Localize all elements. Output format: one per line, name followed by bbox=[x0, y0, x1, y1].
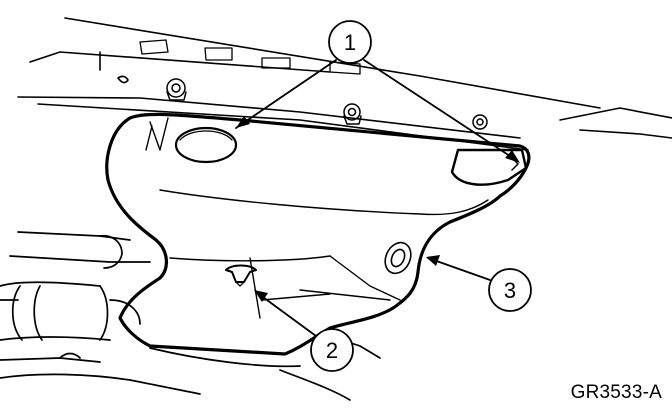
rail-studs bbox=[166, 78, 488, 130]
callout-1-leader-b bbox=[363, 59, 517, 161]
callout-2-arrowhead bbox=[254, 290, 268, 302]
callout-1-arrowhead-a bbox=[236, 116, 250, 128]
callout-arrowheads bbox=[236, 116, 520, 302]
callout-2-circle bbox=[310, 328, 354, 372]
callout-circles bbox=[310, 20, 532, 372]
figure-id-label: GR3533-A bbox=[570, 382, 662, 403]
callout-3-number: 3 bbox=[504, 278, 516, 303]
shield-contour-lines bbox=[145, 117, 489, 319]
callout-leaders bbox=[235, 59, 517, 337]
shield-access-hole bbox=[174, 126, 238, 164]
callout-3-arrowhead bbox=[426, 255, 440, 266]
upper-frame-rail bbox=[17, 17, 672, 151]
callout-1-number: 1 bbox=[344, 30, 356, 55]
callout-1-leader-a bbox=[235, 59, 337, 129]
callout-1-arrowhead-b bbox=[505, 150, 520, 163]
callout-3-circle bbox=[488, 268, 532, 312]
callout-1-circle bbox=[328, 20, 372, 64]
callout-2-leader bbox=[255, 291, 317, 337]
shield-side-hole bbox=[384, 241, 412, 275]
callout-2-number: 2 bbox=[326, 338, 338, 363]
lower-suspension-parts bbox=[0, 231, 381, 401]
callout-3-leader bbox=[427, 257, 491, 281]
push-pin-retainer bbox=[225, 264, 257, 287]
